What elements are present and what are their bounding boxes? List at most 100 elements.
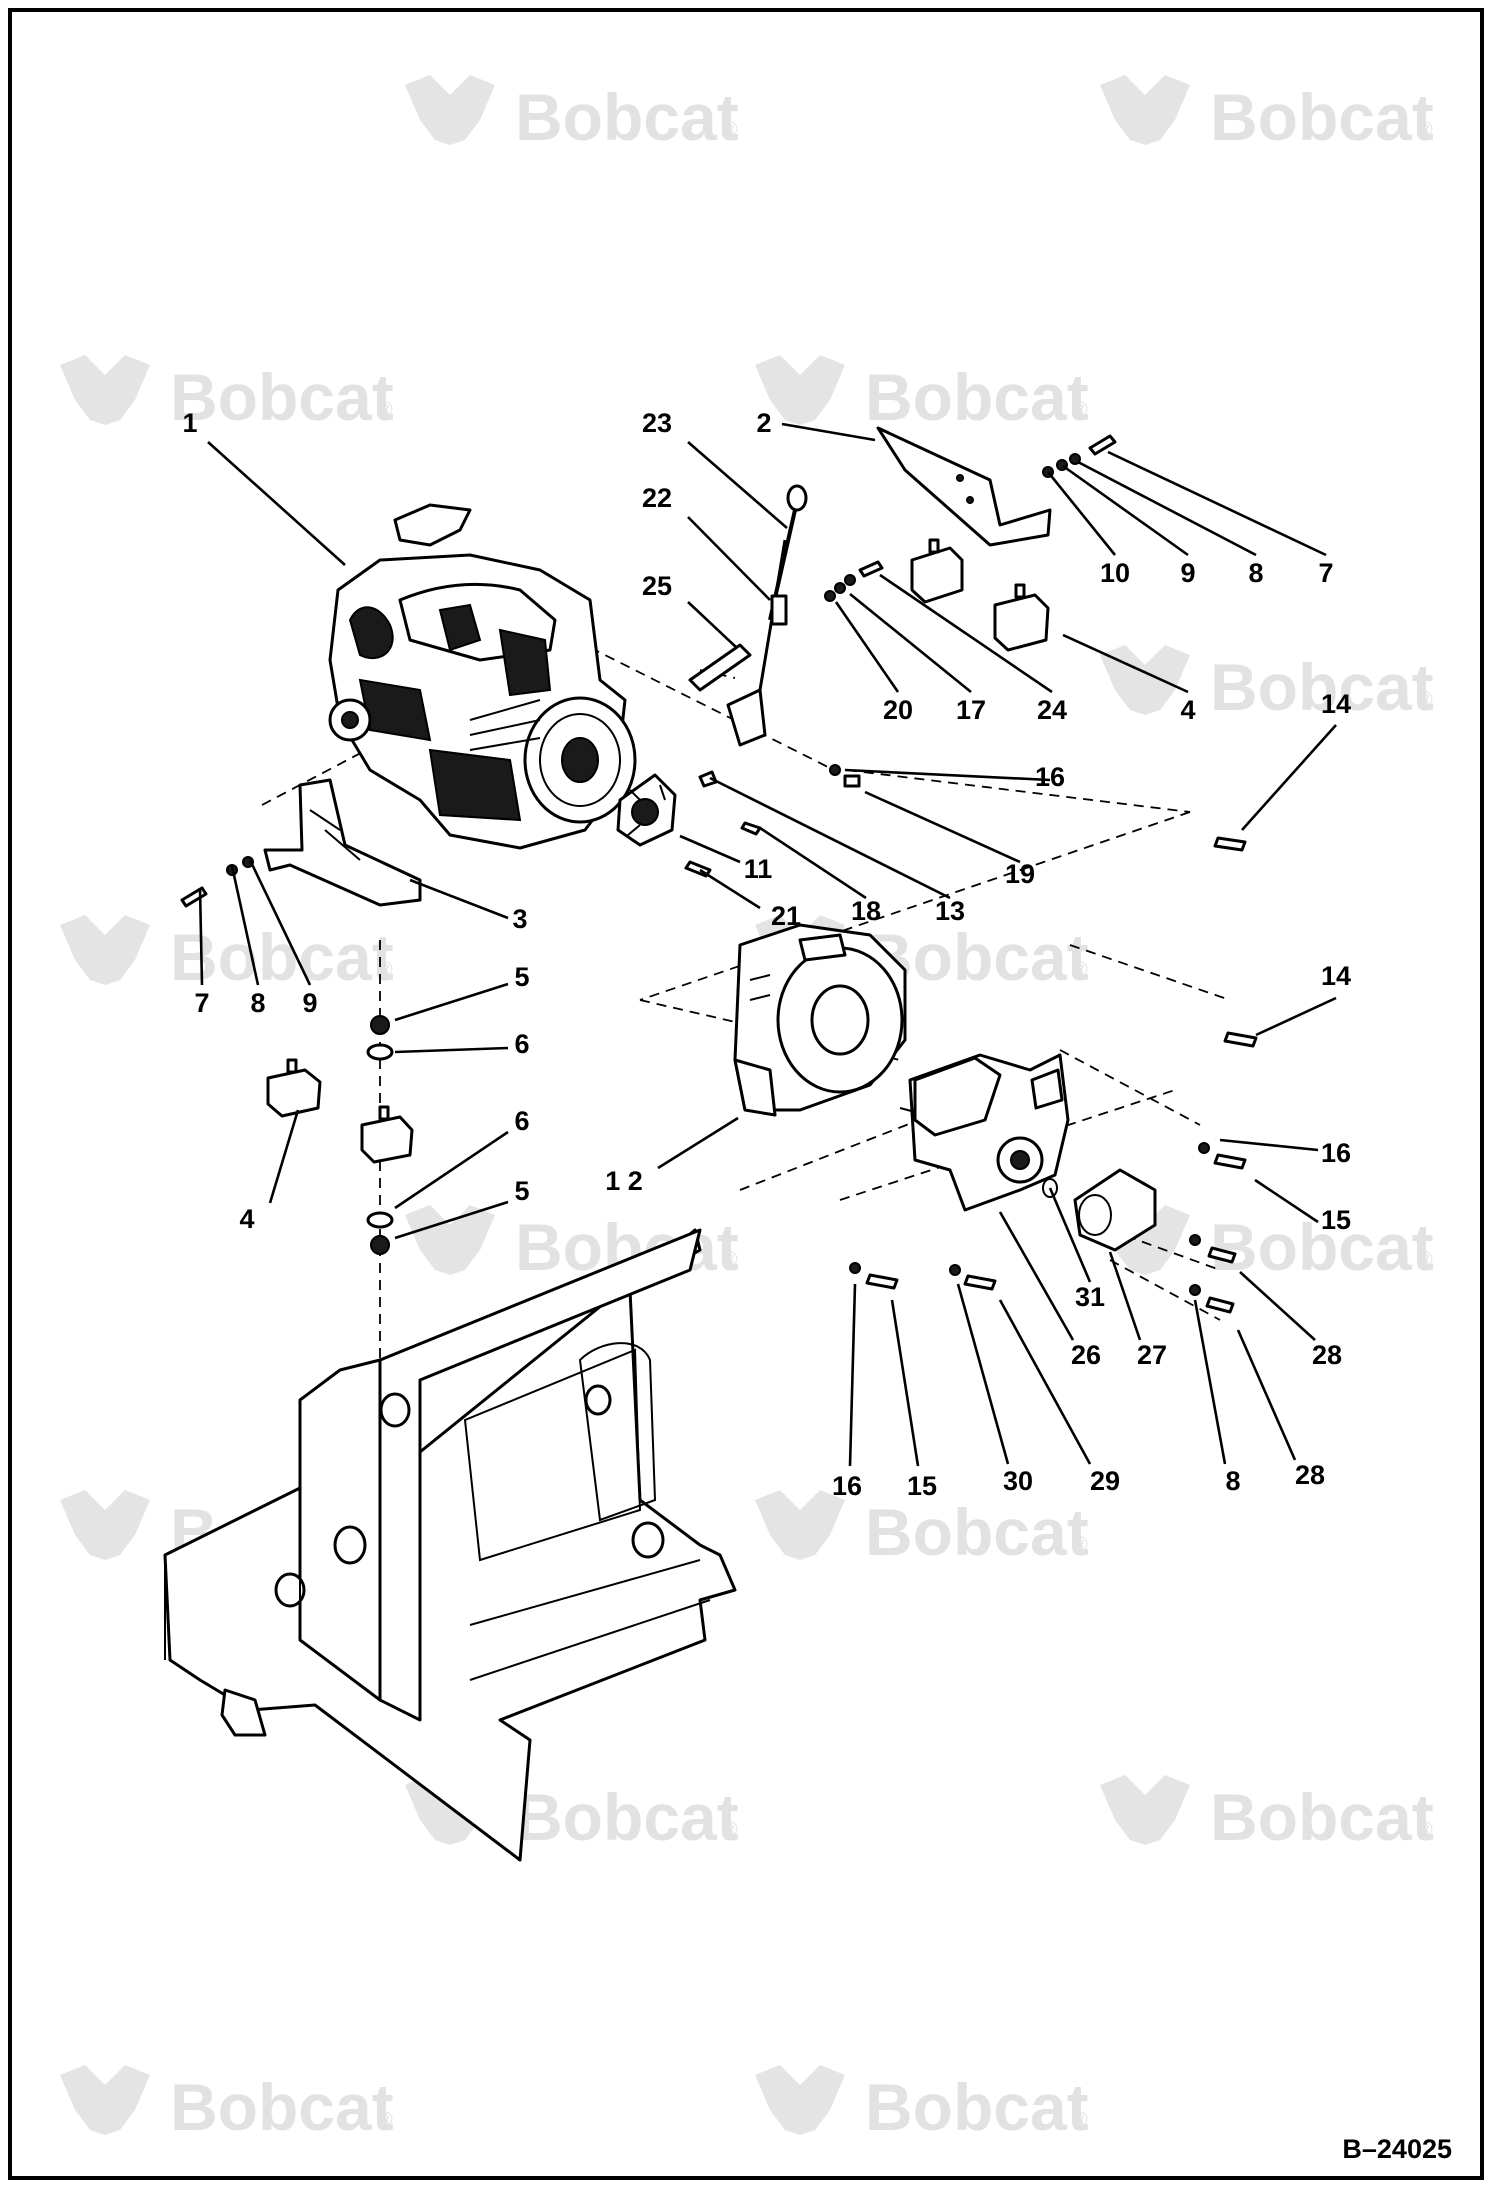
machine-frame (163, 1228, 737, 1862)
engine-assembly (328, 503, 637, 850)
watermark-registered-mark: ® (1073, 1534, 1088, 1556)
leader-line-c3 (409, 878, 509, 920)
callout-c2: 2 (756, 408, 771, 438)
watermark-registered-mark: ® (1073, 2109, 1088, 2131)
bracket-25 (688, 643, 767, 747)
callout-c6b: 6 (514, 1106, 529, 1136)
callout-c28a: 28 (1312, 1340, 1342, 1370)
watermark-text: Bobcat (515, 1780, 739, 1854)
leader-line-c7b (198, 887, 204, 986)
callout-c5a: 5 (514, 962, 529, 992)
bobcat-logo-icon (60, 915, 150, 985)
leader-line-c5b (394, 1200, 509, 1240)
leader-line-c14b (1255, 996, 1337, 1037)
dipstick-tube (753, 484, 808, 721)
bobcat-watermark: Bobcat® (60, 915, 394, 994)
leader-line-c25 (687, 601, 738, 649)
leader-line-c14a (1241, 724, 1337, 831)
bobcat-logo-icon (1100, 645, 1190, 715)
bobcat-watermark: Bobcat® (60, 2065, 394, 2144)
watermark-registered-mark: ® (1418, 1249, 1433, 1271)
watermark-text: Bobcat (865, 360, 1089, 434)
watermark-text: Bobcat (1210, 1780, 1434, 1854)
callout-c15b: 15 (907, 1471, 937, 1501)
watermark-text: Bobcat (1210, 1210, 1434, 1284)
leader-line-c6b (394, 1130, 509, 1210)
callout-c5b: 5 (514, 1176, 529, 1206)
callout-c6a: 6 (514, 1029, 529, 1059)
callout-c10: 10 (1100, 558, 1130, 588)
bobcat-logo-icon (60, 1490, 150, 1560)
watermark-text: Bobcat (170, 360, 394, 434)
callout-c26: 26 (1071, 1340, 1101, 1370)
bobcat-logo-icon (1100, 75, 1190, 145)
callout-c29: 29 (1090, 1466, 1120, 1496)
watermark-registered-mark: ® (723, 1819, 738, 1841)
callout-c3: 3 (512, 904, 527, 934)
leader-line-c4a (1062, 633, 1189, 694)
leader-line-c27 (1108, 1251, 1142, 1341)
callout-c13: 13 (935, 896, 965, 926)
isolator-blocks-left (266, 1058, 414, 1164)
watermark-registered-mark: ® (1418, 689, 1433, 711)
bobcat-logo-icon (755, 2065, 845, 2135)
gear-pump (1073, 1168, 1157, 1252)
callout-c16c: 16 (832, 1471, 862, 1501)
leader-line-c11 (679, 834, 741, 864)
leader-line-c12 (657, 1116, 739, 1170)
callout-c28b: 28 (1295, 1460, 1325, 1490)
callout-c7a: 7 (1318, 558, 1333, 588)
callout-c9b: 9 (302, 988, 317, 1018)
leader-line-c26 (998, 1211, 1075, 1341)
leader-line-c8c (1193, 1299, 1227, 1465)
callout-c11: 11 (744, 854, 773, 884)
callout-c9a: 9 (1180, 558, 1195, 588)
callout-c27: 27 (1137, 1340, 1167, 1370)
bobcat-watermark: Bobcat® (1100, 75, 1434, 154)
leader-line-c9a (1062, 464, 1189, 557)
leader-line-c23 (687, 441, 788, 529)
callout-c20: 20 (883, 695, 913, 725)
bobcat-logo-icon (60, 2065, 150, 2135)
callout-c1: 1 (182, 408, 197, 438)
callout-c4b: 4 (239, 1204, 254, 1234)
bobcat-watermark: Bobcat® (755, 1490, 1089, 1569)
leader-line-c22 (687, 516, 771, 601)
watermark-text: Bobcat (170, 2070, 394, 2144)
leader-line-c10 (1046, 471, 1117, 556)
watermark-registered-mark: ® (723, 119, 738, 141)
bobcat-watermark-layer: Bobcat®Bobcat®Bobcat®Bobcat®Bobcat®Bobca… (60, 75, 1434, 2144)
callout-c8a: 8 (1248, 558, 1263, 588)
bobcat-logo-icon (405, 1205, 495, 1275)
coupler-part (616, 773, 677, 847)
watermark-text: Bobcat (1210, 80, 1434, 154)
drawing-number: B–24025 (1342, 2134, 1452, 2164)
bobcat-logo-icon (755, 355, 845, 425)
callout-c14a: 14 (1321, 689, 1351, 719)
bobcat-logo-icon (60, 355, 150, 425)
watermark-text: Bobcat (515, 80, 739, 154)
pump-drive-housing (733, 923, 907, 1117)
watermark-text: Bobcat (1210, 650, 1434, 724)
leader-line-c9b (248, 859, 312, 986)
leader-line-c15a (1254, 1178, 1319, 1224)
watermark-text: Bobcat (865, 1495, 1089, 1569)
callout-c31: 31 (1075, 1282, 1105, 1312)
watermark-registered-mark: ® (1418, 119, 1433, 141)
callout-c12: 1 2 (605, 1166, 643, 1196)
leader-line-c29 (998, 1299, 1092, 1465)
callout-c30: 30 (1003, 1466, 1033, 1496)
callout-c8b: 8 (250, 988, 265, 1018)
callout-c18: 18 (851, 896, 881, 926)
watermark-registered-mark: ® (723, 1249, 738, 1271)
callout-c24: 24 (1037, 695, 1067, 725)
mount-hardware-stack (366, 1015, 394, 1255)
engine-mount-plate-right (876, 426, 1052, 547)
bobcat-logo-icon (405, 75, 495, 145)
callout-c21: 21 (771, 901, 801, 931)
watermark-registered-mark: ® (378, 2109, 393, 2131)
leader-line-c18 (759, 826, 867, 900)
watermark-registered-mark: ® (378, 959, 393, 981)
